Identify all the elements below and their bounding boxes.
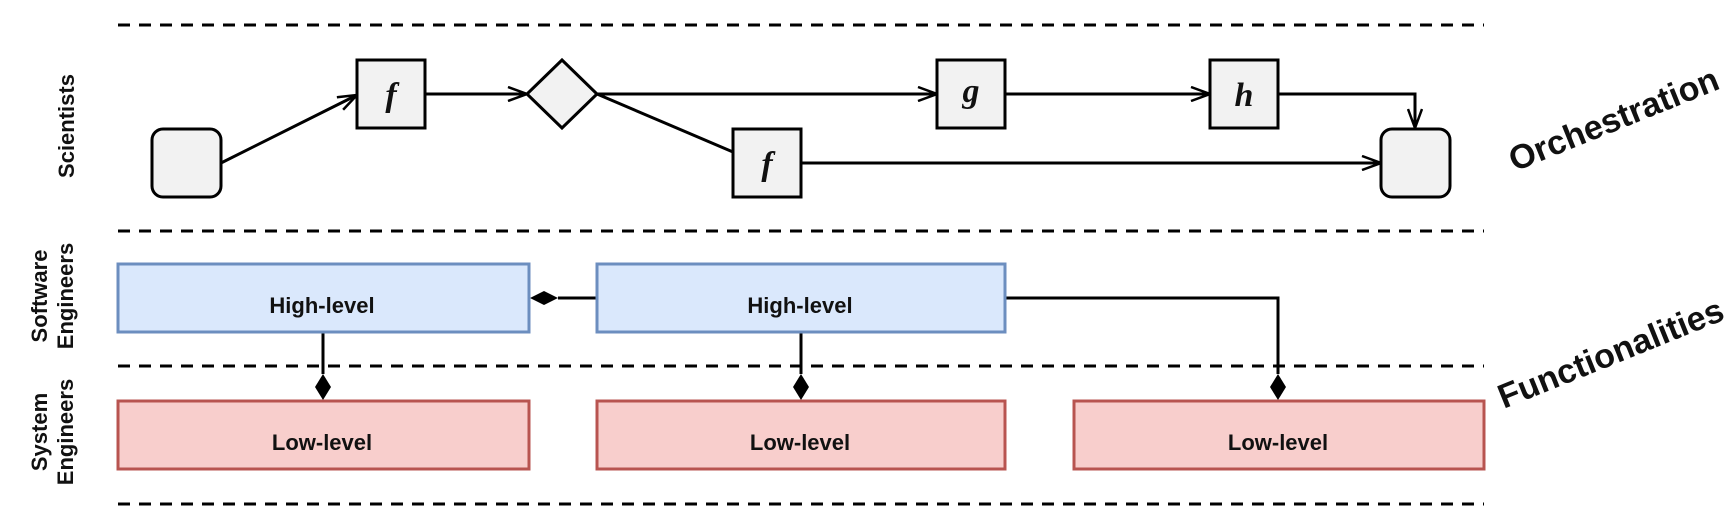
functionalities: High-level High-level Low-level Low-leve… bbox=[116, 262, 1486, 471]
low-level-label-right: Low-level bbox=[1228, 430, 1328, 455]
high-level-box-mid: High-level bbox=[595, 262, 1007, 334]
lane-label-system-engineers-line1: System bbox=[27, 393, 52, 471]
connector-high-mid-to-low-right bbox=[1005, 296, 1280, 374]
edge-start-to-f bbox=[220, 95, 357, 165]
connector-diamond-low-mid bbox=[793, 374, 809, 400]
band-label-functionalities: Functionalities bbox=[1493, 291, 1730, 416]
task-f-bottom-label: f bbox=[761, 146, 776, 183]
task-f-bottom: f bbox=[731, 127, 803, 199]
connector-diamond-high-left bbox=[530, 291, 558, 305]
lane-label-scientists: Scientists bbox=[54, 74, 79, 178]
low-level-label-mid: Low-level bbox=[750, 430, 850, 455]
high-level-label-left: High-level bbox=[269, 293, 374, 318]
end-node bbox=[1379, 127, 1452, 199]
lane-label-system-engineers-line2: Engineers bbox=[53, 379, 78, 485]
high-level-label-mid: High-level bbox=[747, 293, 852, 318]
task-g-label: g bbox=[962, 73, 980, 110]
low-level-box-right: Low-level bbox=[1072, 399, 1486, 471]
decision-node bbox=[524, 57, 600, 131]
task-h: h bbox=[1208, 58, 1280, 130]
connector-diamond-low-right bbox=[1270, 374, 1286, 400]
edge-h-to-end bbox=[1278, 92, 1415, 128]
low-level-box-left: Low-level bbox=[116, 399, 531, 471]
workflow: f g h f bbox=[150, 57, 1452, 199]
start-node bbox=[150, 127, 223, 199]
edge-decision-to-f-bottom bbox=[596, 92, 734, 154]
task-f-top: f bbox=[355, 58, 427, 130]
task-g: g bbox=[935, 58, 1007, 130]
lane-label-software-engineers-line1: Software bbox=[27, 250, 52, 343]
band-label-orchestration: Orchestration bbox=[1503, 60, 1724, 179]
lane-label-software-engineers-line2: Engineers bbox=[53, 243, 78, 349]
high-level-box-left: High-level bbox=[116, 262, 531, 334]
low-level-box-mid: Low-level bbox=[595, 399, 1007, 471]
connector-diamond-low-left bbox=[315, 374, 331, 400]
task-h-label: h bbox=[1235, 77, 1254, 114]
low-level-label-left: Low-level bbox=[272, 430, 372, 455]
task-f-top-label: f bbox=[385, 77, 400, 114]
